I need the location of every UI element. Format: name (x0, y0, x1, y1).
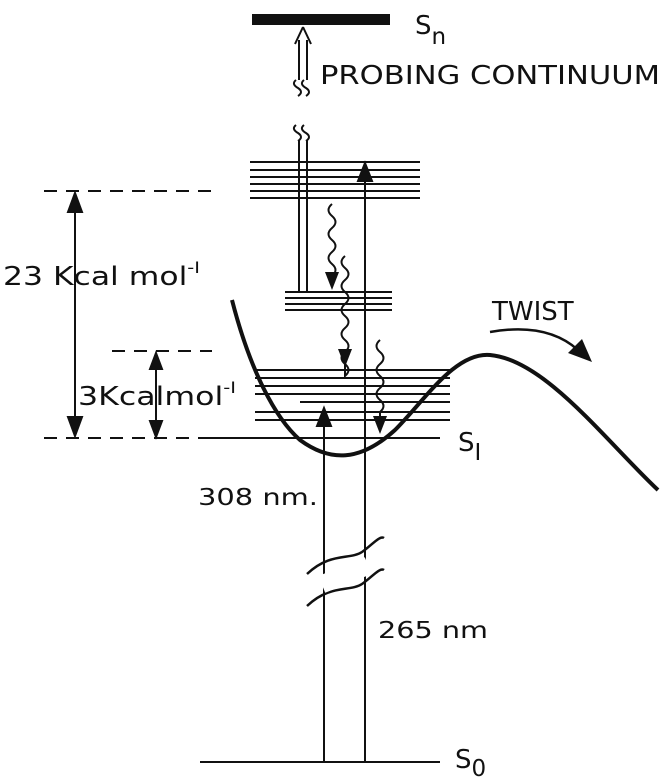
s0-label: S0 (455, 745, 486, 779)
lower-vibrational-levels (255, 369, 450, 421)
energy-gap-23-arrow (66, 190, 84, 439)
wavelength-265-label: 265 nm (378, 618, 488, 644)
twist-arrowhead (568, 339, 592, 362)
energy-gap-3-arrow (148, 350, 164, 440)
excitation-265-arrow (356, 160, 374, 762)
energy-3-label: 3Kcalmol-I (78, 378, 236, 412)
axis-break-gap (318, 557, 372, 593)
probing-continuum-label: PROBING CONTINUUM (320, 61, 660, 91)
wavelength-308-label: 308 nm. (198, 485, 318, 511)
sn-label: Sn (415, 11, 446, 50)
probing-arrow (292, 26, 312, 292)
dashed-reference-lines (44, 190, 212, 439)
twist-arrow (489, 328, 579, 351)
axis-break (306, 536, 385, 607)
middle-vibrational-levels (285, 291, 392, 311)
relaxation-arrowheads (325, 272, 387, 434)
sn-level-bar (252, 14, 390, 25)
s1-label: SI (458, 428, 481, 466)
upper-vibrational-levels (250, 161, 420, 199)
twist-label: TWIST (491, 297, 574, 327)
energy-23-label: 23 Kcal mol-I (3, 258, 200, 292)
excitation-308-arrow (315, 405, 333, 762)
potential-curve (230, 299, 660, 492)
